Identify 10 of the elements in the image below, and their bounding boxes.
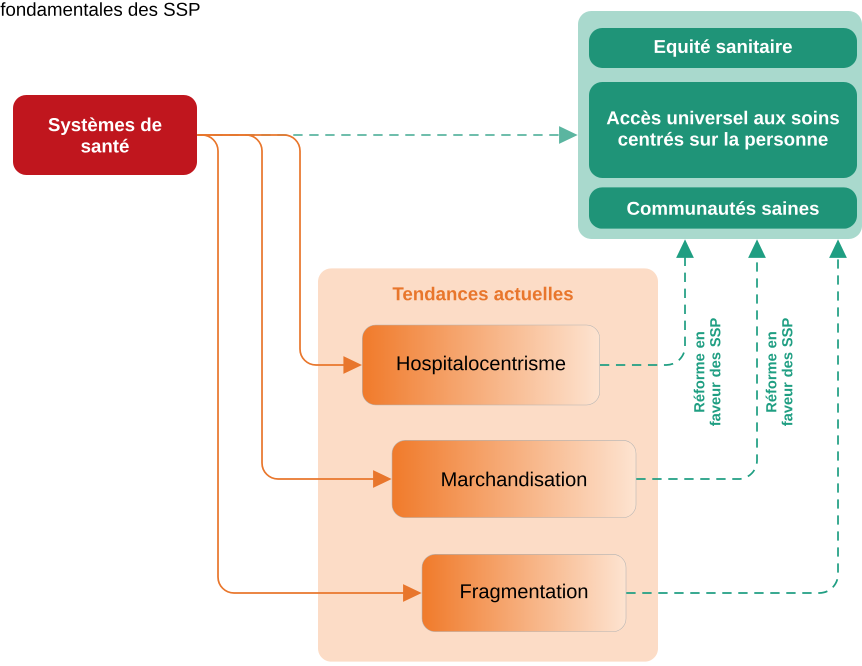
goal-box: Communautés saines [589, 187, 857, 229]
heading-text: fondamentales des SSP [0, 2, 200, 16]
system-box: Systèmes de santé [13, 95, 197, 175]
goal-box: Equité sanitaire [589, 28, 857, 68]
trend-box: Marchandisation [392, 440, 636, 518]
goal-box: Accès universel aux soins centrés sur la personne [589, 82, 857, 178]
edge-label: Réforme en faveur des SSP [692, 312, 722, 432]
trend-box: Fragmentation [422, 554, 626, 632]
edge-label: Réforme en faveur des SSP [764, 312, 794, 432]
trend-box: Hospitalocentrisme [362, 324, 600, 406]
